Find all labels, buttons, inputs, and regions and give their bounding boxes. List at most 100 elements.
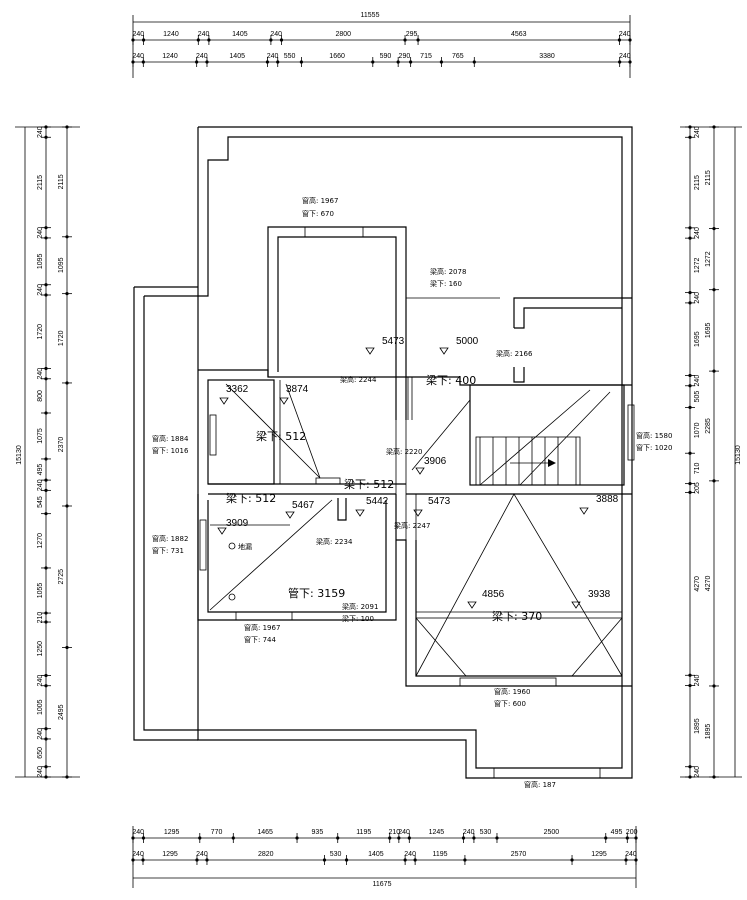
dim-value: 240 [37, 126, 44, 138]
dim-value: 240 [694, 674, 701, 686]
dim-node [336, 836, 340, 840]
dim-node [634, 858, 638, 862]
dim-node [688, 291, 692, 295]
dim-value: 240 [198, 31, 210, 38]
dim-value: 2370 [58, 437, 65, 453]
window-note: 窗下: 670 [302, 209, 334, 218]
dim-value: 2285 [705, 418, 712, 434]
dim-value: 550 [284, 53, 296, 60]
dim-value: 765 [452, 53, 464, 60]
dim-node [688, 405, 692, 409]
dim-node [712, 288, 716, 292]
dim-value: 240 [132, 53, 144, 60]
dim-node [131, 38, 135, 42]
dim-node [141, 858, 145, 862]
dim-node [44, 411, 48, 415]
beam-label: 梁下: 400 [426, 373, 476, 387]
dim-node [688, 451, 692, 455]
dim-node [131, 60, 135, 64]
beam-labels: 梁下: 400 梁下: 512 梁下: 512 梁下: 512 管下: 3159… [226, 373, 542, 623]
dim-node [625, 836, 629, 840]
dim-value: 240 [37, 227, 44, 239]
dim-value: 240 [270, 31, 282, 38]
dim-value: 2495 [58, 704, 65, 720]
level-marker-icon [579, 507, 589, 515]
dim-value: 2500 [544, 829, 560, 836]
dim-node [688, 673, 692, 677]
beam-note: 梁高: 2091 [342, 602, 378, 611]
dim-value: 240 [132, 31, 144, 38]
dim-node [44, 620, 48, 624]
dim-value: 1195 [356, 829, 371, 836]
dim-value: 1295 [162, 851, 178, 858]
dim-node [688, 490, 692, 495]
dim-value: 240 [37, 284, 44, 296]
dim-node [44, 488, 48, 492]
dim-value: 240 [619, 31, 631, 38]
dim-value: 530 [480, 829, 492, 836]
dim-value: 240 [694, 292, 701, 304]
level-marker-icon [413, 509, 423, 517]
dim-node [624, 858, 628, 862]
dim-value: 1720 [37, 324, 44, 340]
window-note: 窗高: 1580 [636, 431, 672, 440]
dim-node [712, 775, 716, 779]
dim-value: 240 [619, 53, 631, 60]
left-middle-rooms [198, 369, 407, 495]
level-marker-icon [219, 397, 229, 405]
level-value: 3362 [226, 384, 249, 395]
dim-node [688, 125, 692, 129]
level-marker-icon [279, 397, 289, 405]
dim-value: 240 [37, 728, 44, 740]
dim-node [712, 226, 716, 231]
dim-node [688, 373, 692, 378]
dim-node [472, 836, 476, 840]
dim-node [44, 377, 48, 381]
level-value: 4856 [482, 589, 505, 600]
beam-note: 梁高: 2166 [496, 349, 533, 358]
dim-node [371, 60, 375, 64]
level-marker-icon [365, 347, 375, 355]
dim-node [295, 836, 299, 840]
dim-value: 3380 [539, 53, 555, 60]
dim-value: 1095 [58, 257, 65, 273]
dim-node [141, 60, 145, 64]
dim-node [688, 135, 692, 139]
window-note: 窗高: 1884 [152, 434, 189, 443]
dim-value: 4270 [705, 576, 712, 592]
window-note: 窗高: 1967 [244, 623, 280, 632]
beam-note: 梁高: 2244 [340, 375, 377, 384]
right-total-dim: 15130 [735, 445, 742, 465]
dim-value: 240 [625, 851, 637, 858]
dim-node [44, 611, 48, 615]
level-value: 3874 [286, 384, 309, 395]
dim-node [396, 60, 400, 64]
level-value: 5467 [292, 500, 315, 511]
dim-node [461, 836, 466, 840]
dim-node [195, 858, 199, 862]
dim-node [413, 858, 417, 862]
beam-note: 梁高: 2247 [394, 521, 430, 530]
beam-note: 梁高: 2078 [430, 267, 466, 276]
dim-node [44, 366, 48, 371]
dim-node [44, 684, 48, 688]
dim-node [198, 836, 202, 840]
dim-node [617, 38, 622, 42]
dim-value: 2725 [58, 569, 65, 585]
dim-node [65, 381, 69, 385]
window-lower-right [459, 677, 557, 687]
dim-value: 1005 [37, 699, 44, 715]
dim-value: 1405 [232, 31, 248, 38]
dim-node [688, 775, 692, 779]
dim-value: 1895 [694, 718, 701, 734]
window-bottom-right [493, 767, 601, 779]
dim-node [44, 135, 48, 139]
dim-node [44, 673, 48, 678]
dim-node [688, 301, 692, 305]
dim-value: 505 [694, 391, 701, 403]
level-value: 5442 [366, 496, 389, 507]
dim-node [65, 292, 69, 296]
lower-left-room [197, 494, 407, 621]
beam-note: 梁高: 2234 [316, 537, 353, 546]
